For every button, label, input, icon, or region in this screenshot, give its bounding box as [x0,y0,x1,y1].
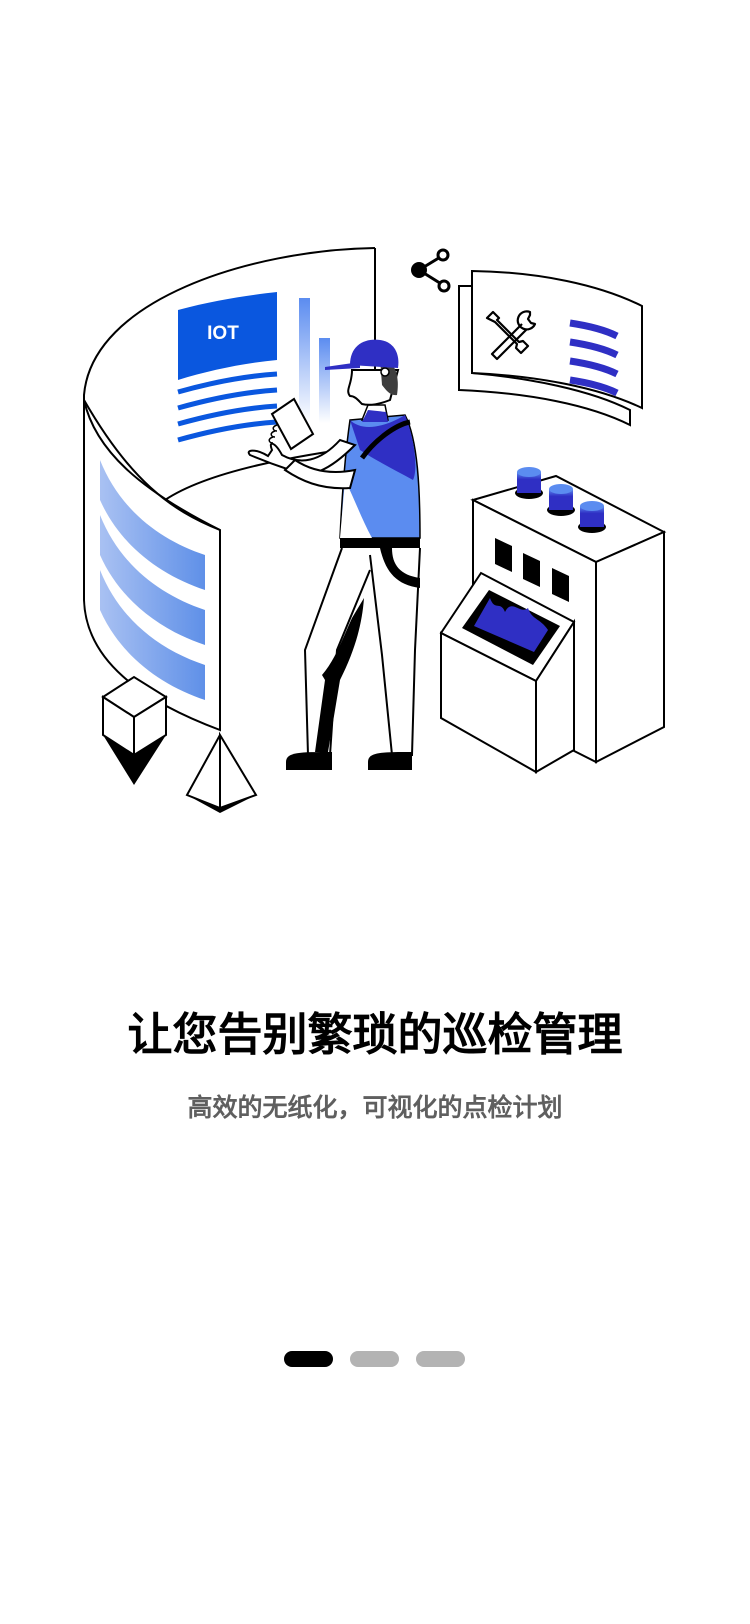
cube-shape [101,675,168,785]
page-indicator [284,1351,465,1367]
onboarding-title: 让您告别繁琐的巡检管理 [127,1008,623,1061]
page-dot-2[interactable] [350,1351,399,1367]
share-icon [411,248,451,293]
knob [515,467,543,499]
onboarding-subtitle: 高效的无纸化，可视化的点检计划 [187,1093,563,1122]
control-machine [439,467,667,774]
worker-figure [247,339,421,770]
onboarding-illustration: IOT [83,247,667,813]
tools-icon [485,310,537,361]
pyramid-shape [185,731,258,813]
page-dot-3[interactable] [416,1351,465,1367]
knob [547,484,575,516]
maintenance-panel [458,269,643,427]
page-dot-1[interactable] [284,1351,333,1367]
knob [578,501,606,533]
curved-dashboard-screen: IOT [83,247,376,732]
iot-label: IOT [207,323,239,344]
